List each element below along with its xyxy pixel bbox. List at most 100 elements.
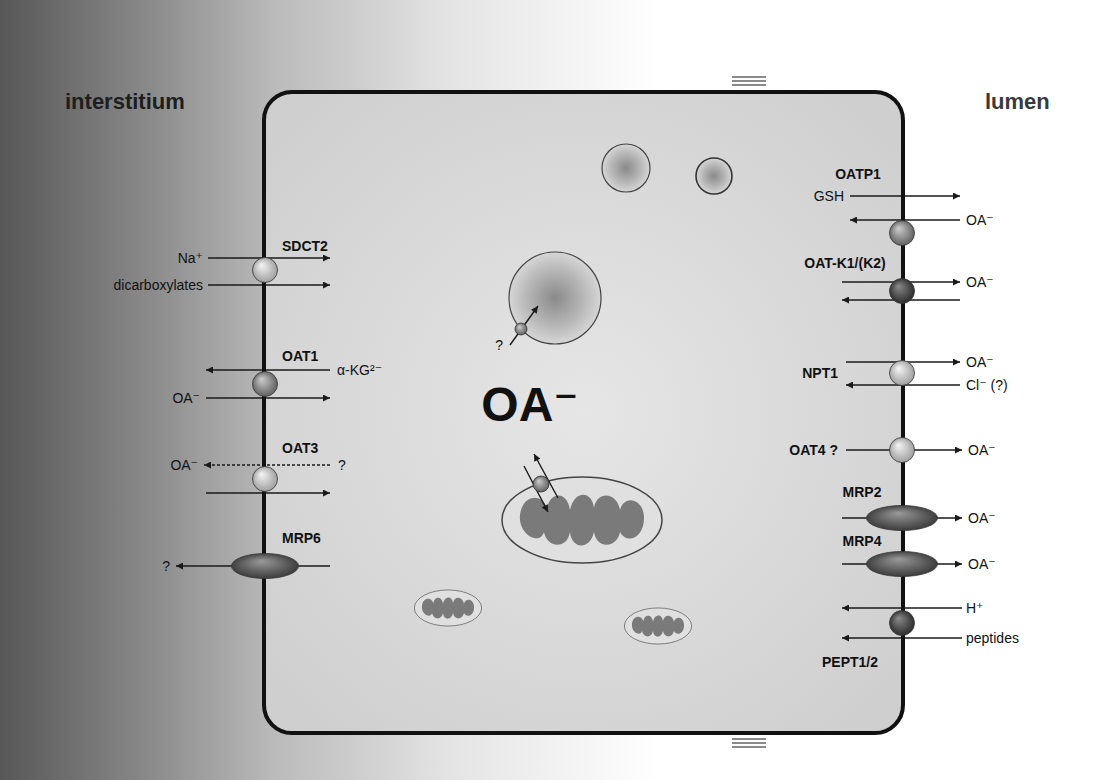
membrane-transporter: PEPT1/2 [889, 610, 915, 636]
text-holder: OA⁻ [170, 456, 198, 474]
abc-transporter: MRP4 [866, 551, 938, 577]
transporter-name: OAT1 [282, 348, 318, 364]
question-mark: ? [495, 337, 503, 353]
substrate-label: OA⁻ [968, 442, 996, 458]
anion-symbol: OA⁻ [481, 378, 578, 431]
substrate-label: Cl⁻ (?) [966, 377, 1008, 393]
text-holder: α-KG²⁻ [337, 361, 382, 379]
junction-line [732, 746, 766, 748]
text-holder: peptides [966, 629, 1019, 647]
substrate-label: α-KG²⁻ [337, 362, 382, 378]
transporter-name: SDCT2 [282, 238, 328, 254]
text-holder: OA⁻ [968, 441, 996, 459]
text-holder: NPT1 [802, 364, 838, 382]
question-mark: ? [338, 457, 346, 473]
text-holder: OA⁻ [172, 389, 200, 407]
substrate-arrows [176, 196, 962, 638]
tight-junction [732, 739, 766, 747]
transport-arrow [206, 492, 330, 493]
text-holder: OA⁻ [968, 555, 996, 573]
transporter-sphere [890, 611, 915, 636]
text-holder: ? [338, 456, 346, 474]
abc-transporter: MRP6 [231, 553, 299, 579]
transport-arrow [206, 369, 330, 370]
text-holder: H⁺ [966, 599, 984, 617]
membrane-transporter: SDCT2 [252, 257, 278, 283]
text-holder: OAT4 ? [789, 441, 838, 459]
substrate-label: H⁺ [966, 600, 984, 616]
transporter-ellipse [867, 506, 938, 531]
text-holder: PEPT1/2 [822, 653, 878, 671]
transporter-name: NPT1 [802, 365, 838, 381]
junction-line [732, 80, 766, 82]
substrate-label: OA⁻ [966, 274, 994, 290]
text-holder: OAT-K1/(K2) [804, 254, 885, 272]
text-holder: Cl⁻ (?) [966, 376, 1008, 394]
transporter-sphere [253, 258, 278, 283]
text-holder: ? [162, 557, 170, 575]
substrate-label: peptides [966, 630, 1019, 646]
substrate-label: OA⁻ [968, 556, 996, 572]
transporter-name: OATP1 [835, 166, 881, 182]
transporter-name: OAT4 ? [789, 442, 838, 458]
transporter-name: MRP6 [282, 530, 321, 546]
transporter-sphere [253, 372, 278, 397]
transporter-shape [889, 360, 915, 386]
text-holder: OA⁻ [966, 211, 994, 229]
mitochondrion [502, 477, 662, 563]
transporter-ellipse [867, 552, 938, 577]
vesicle-transporter [515, 323, 527, 335]
transporter-shape [866, 551, 938, 577]
text-holder: SDCT2 [282, 237, 328, 255]
transporter-sphere [890, 221, 915, 246]
text-holder: MRP2 [843, 483, 882, 501]
membrane-transporter: OATP1 [889, 220, 915, 246]
text-holder: interstitium [65, 89, 185, 114]
mitochondrial-transporter [533, 476, 549, 492]
membrane-transporter: NPT1 [889, 360, 915, 386]
mitochondrion [624, 608, 691, 644]
junction-line [732, 76, 766, 78]
transporter-name: MRP2 [843, 484, 882, 500]
transporter-sphere [253, 467, 278, 492]
vesicle [509, 252, 601, 344]
transport-arrow-dashed [204, 464, 330, 465]
transport-arrow [208, 284, 330, 285]
text-holder: OA⁻ [966, 353, 994, 371]
text-holder: OAT3 [282, 439, 318, 457]
region-label: interstitium [65, 89, 185, 114]
transporter-shape [252, 371, 278, 397]
abc-transporter: MRP2 [866, 505, 938, 531]
transporter-shape [252, 257, 278, 283]
text-holder: GSH [814, 187, 844, 205]
junction-line [732, 84, 766, 86]
cytoplasm [264, 92, 903, 733]
transport-arrow [206, 397, 330, 398]
transporter-shape [252, 466, 278, 492]
transporter-shape [889, 278, 915, 304]
membrane-transporter: OAT1 [252, 371, 278, 397]
transport-arrow [510, 306, 538, 345]
substrate-label: GSH [814, 188, 844, 204]
text-holder: OA⁻ [966, 273, 994, 291]
text-holder: ? [495, 336, 503, 354]
transporter-shape [231, 553, 299, 579]
transporter-shape [889, 610, 915, 636]
mitochondrion [414, 590, 481, 626]
membrane-transporter: OAT-K1/(K2) [889, 278, 915, 304]
transporter-sphere [890, 438, 915, 463]
substrate-label: OA⁻ [172, 390, 200, 406]
text-holder: OA⁻ [968, 509, 996, 527]
transporter-name: PEPT1/2 [822, 654, 878, 670]
transporter-name: OAT3 [282, 440, 318, 456]
text-holder: OATP1 [835, 165, 881, 183]
text-holder: MRP6 [282, 529, 321, 547]
text-holder: OAT1 [282, 347, 318, 365]
region-label: lumen [985, 89, 1050, 114]
substrate-label: dicarboxylates [114, 277, 204, 293]
junction-line [732, 738, 766, 740]
transporter-shape [866, 505, 938, 531]
transporter-sphere [890, 279, 915, 304]
